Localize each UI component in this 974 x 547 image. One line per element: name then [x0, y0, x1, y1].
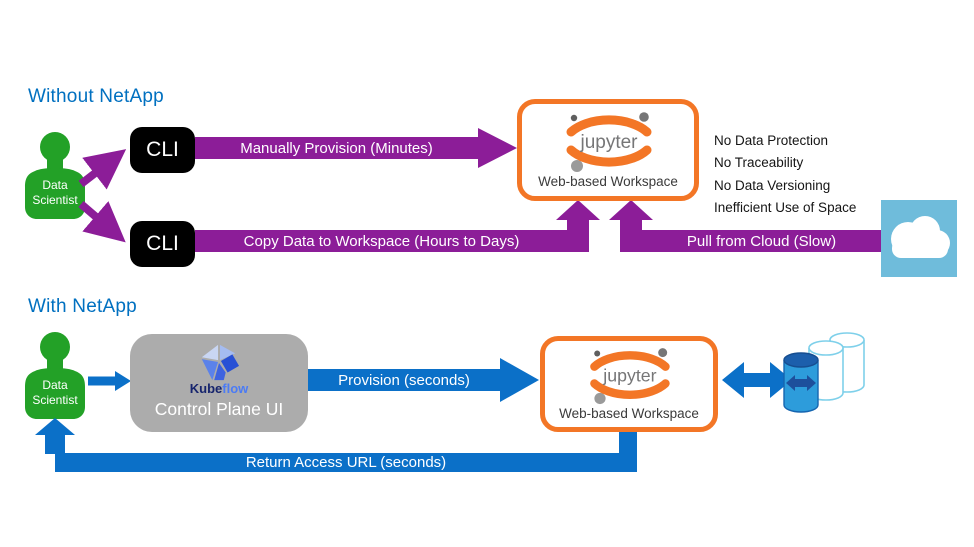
- up-arrow-pull-icon: [609, 200, 653, 252]
- cli-box-top: CLI: [130, 127, 195, 173]
- arrow-manually-provision-label: Manually Provision (Minutes): [195, 137, 478, 159]
- arrow-pull-from-cloud: Pull from Cloud (Slow): [642, 230, 881, 252]
- issue-item: No Data Protection: [714, 133, 829, 148]
- jupyter-logo-icon: jupyter: [590, 348, 670, 405]
- section-title-without-netapp: Without NetApp: [28, 86, 164, 107]
- arrow-stem: [45, 435, 65, 454]
- cli-box-bottom: CLI: [130, 221, 195, 267]
- arrowhead-right-icon: [500, 358, 539, 402]
- arrow-return-access-url: Return Access URL (seconds): [55, 453, 637, 472]
- return-up-arrow-icon: [35, 418, 75, 454]
- person-label-line1: Data: [42, 378, 68, 392]
- kubeflow-logo-icon: [201, 344, 240, 381]
- return-arrow-stem-right: [619, 432, 637, 455]
- workspace-label: Web-based Workspace: [559, 406, 699, 421]
- arrow-provision-label: Provision (seconds): [308, 369, 500, 391]
- arrowhead-up-icon: [609, 200, 653, 220]
- arrowhead-up-icon: [556, 200, 600, 220]
- control-plane-box: Kubeflow Control Plane UI: [130, 334, 308, 432]
- arrowhead-up-icon: [35, 418, 75, 435]
- issue-item: No Data Versioning: [714, 177, 831, 193]
- storage-cylinders-icon: [783, 332, 865, 413]
- arrow-copy-data: Copy Data to Workspace (Hours to Days): [195, 230, 568, 252]
- kubeflow-word-light: flow: [222, 381, 249, 396]
- person-icon: [25, 332, 85, 419]
- jupyter-logo-icon: jupyter: [566, 112, 652, 172]
- cli-label: CLI: [146, 232, 179, 255]
- cloud-icon: [881, 200, 957, 277]
- workspace-box-top: jupyter Web-based Workspace: [517, 99, 699, 201]
- arrow-provision: Provision (seconds): [308, 358, 539, 402]
- section-title-with-netapp: With NetApp: [28, 296, 137, 317]
- person-icon: [25, 132, 85, 219]
- workspace-label: Web-based Workspace: [538, 174, 678, 189]
- kubeflow-word-bold: Kube: [189, 381, 223, 396]
- person-label-line2: Scientist: [32, 393, 78, 407]
- person-to-cli-arrows-icon: [78, 149, 127, 243]
- data-scientist-bottom: Data Scientist: [22, 330, 88, 420]
- issue-item: No Traceability: [714, 155, 804, 171]
- jupyter-logo-text: jupyter: [602, 366, 656, 386]
- person-to-controlplane-arrow-icon: [88, 371, 131, 391]
- data-scientist-top: Data Scientist: [22, 130, 88, 220]
- person-label: Data Scientist: [22, 178, 88, 208]
- cli-label: CLI: [146, 138, 179, 161]
- issues-list: No Data Protection No Traceability No Da…: [714, 130, 856, 220]
- double-headed-arrow-icon: [722, 362, 792, 398]
- arrow-manually-provision: Manually Provision (Minutes): [195, 128, 517, 168]
- person-label-line1: Data: [42, 178, 68, 192]
- person-label-line2: Scientist: [32, 193, 78, 207]
- workspace-box-bottom: jupyter Web-based Workspace: [540, 336, 718, 432]
- arrow-stem: [620, 220, 642, 252]
- arrowhead-right-icon: [478, 128, 517, 168]
- kubeflow-wordmark: Kubeflow: [190, 381, 249, 396]
- person-label: Data Scientist: [22, 378, 88, 408]
- up-arrow-copy-icon: [556, 200, 600, 252]
- control-plane-label: Control Plane UI: [154, 399, 284, 419]
- arrow-stem: [567, 220, 589, 252]
- jupyter-logo-text: jupyter: [579, 132, 638, 153]
- issue-item: Inefficient Use of Space: [714, 200, 857, 216]
